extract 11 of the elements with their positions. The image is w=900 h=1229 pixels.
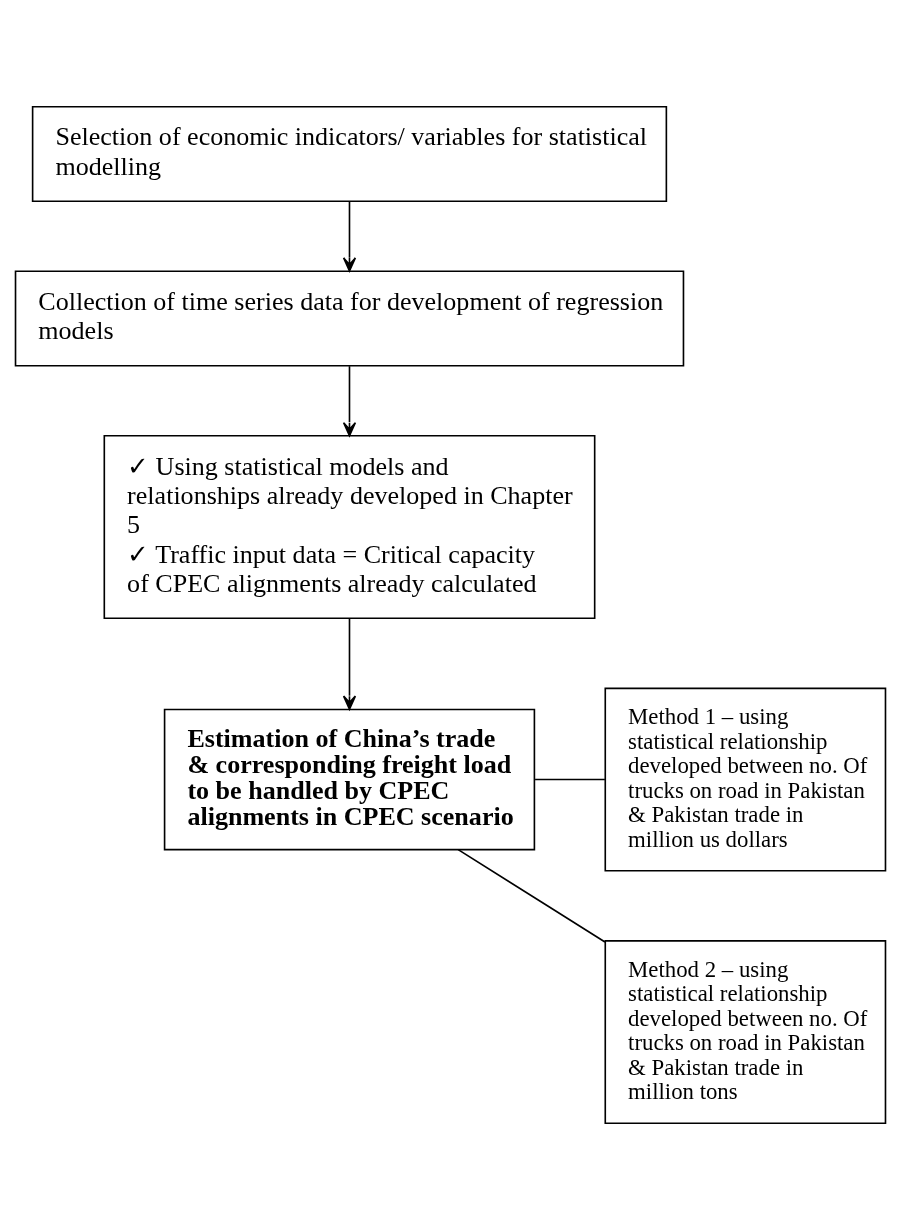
arrow <box>342 617 356 710</box>
connector <box>456 848 606 943</box>
node-box: Method 1 – using statistical relationship developed between no. Of trucks on road in Pakistan & Pakistan trade in million us dollars <box>603 687 886 872</box>
node-box: Selection of economic indicators/ variables for statistical modelling <box>31 105 667 202</box>
node-box: Method 2 – using statistical relationship developed between no. Of trucks on road in Pakistan & Pakistan trade in million tons <box>603 939 886 1124</box>
node-box: Estimation of China’s trade & corresponding freight load to be handled by CPEC alignments in CPEC scenario <box>163 708 535 850</box>
connector <box>533 778 606 780</box>
arrow <box>342 200 356 272</box>
node-box: Collection of time series data for development of regression models <box>14 269 684 367</box>
arrow <box>342 364 356 437</box>
node-box: ✓ Using statistical models and relationships already developed in Chapter 5 ✓ Traffic input data = Critical capacity of CPEC alignments already calculated <box>103 434 595 619</box>
